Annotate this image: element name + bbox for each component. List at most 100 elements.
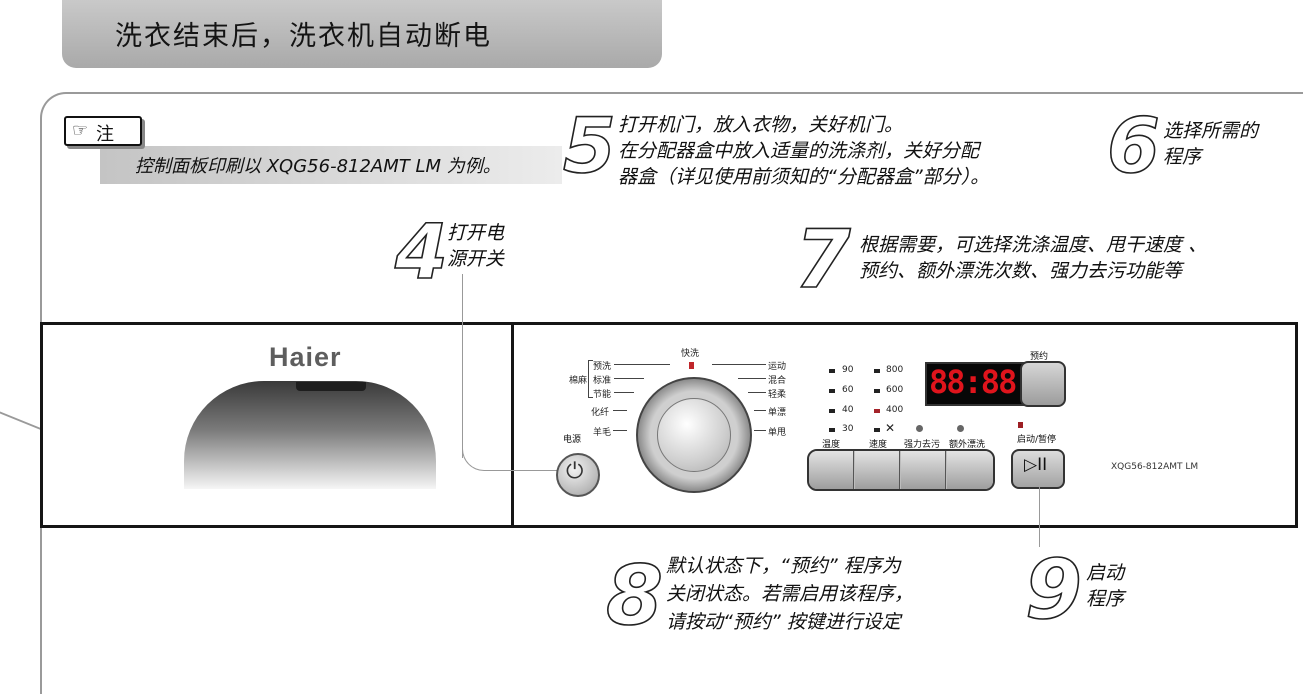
dial-tick-line [614, 378, 644, 379]
preset-button[interactable] [1020, 361, 1066, 407]
intensive-led [916, 425, 923, 432]
panel-divider [511, 322, 514, 528]
dial-tick-line [614, 392, 634, 393]
step-8-line: 请按动“预约” 按键进行设定 [666, 611, 901, 633]
step-number-5: 5 [562, 101, 616, 190]
dial-tick-line [738, 378, 766, 379]
callout-line [462, 274, 463, 458]
step-5-line: 打开机门，放入衣物，关好机门。 [618, 114, 904, 136]
dial-tick-line [748, 392, 766, 393]
program-rinse-only[interactable]: 单漂 [768, 408, 787, 418]
program-gentle[interactable]: 轻柔 [768, 390, 787, 400]
led-indicator [829, 409, 835, 413]
extra-rinse-led [957, 425, 964, 432]
extra-rinse-button[interactable] [947, 451, 993, 489]
led-indicator [829, 389, 835, 393]
program-spin-only[interactable]: 单甩 [768, 428, 787, 438]
step-5-line: 在分配器盒中放入适量的洗涤剂，关好分配 [618, 140, 980, 162]
temperature-40: 40 [842, 405, 854, 415]
step-7-text: 根据需要，可选择洗涤温度、甩干速度 、 预约、额外漂洗次数、强力去污功能等 [859, 232, 1207, 284]
step-9-line: 启动 [1086, 562, 1125, 584]
note-badge: ☞ 注 [64, 116, 142, 146]
program-synthetic[interactable]: 化纤 [591, 408, 610, 418]
no-spin-icon: ✕ [885, 421, 896, 435]
detergent-drawer[interactable] [184, 381, 436, 489]
note-text: 控制面板印刷以 XQG56-812AMT LM 为例。 [135, 156, 501, 177]
step-6-text: 选择所需的 程序 [1163, 118, 1258, 170]
model-label: XQG56-812AMT LM [1111, 462, 1199, 472]
intensive-button[interactable] [901, 451, 946, 489]
function-label-intensive: 强力去污 [904, 440, 941, 450]
step-4-text: 打开电 源开关 [447, 220, 504, 272]
power-button[interactable] [556, 453, 600, 497]
play-pause-icon: ▷II [1024, 455, 1048, 475]
frame-side-notch [0, 411, 42, 491]
program-mixed[interactable]: 混合 [768, 376, 787, 386]
temperature-button[interactable] [809, 451, 854, 489]
function-label-temperature: 温度 [822, 440, 841, 450]
dial-label-top: 快洗 [681, 349, 700, 359]
step-number-4: 4 [394, 207, 448, 296]
step-8-text: 默认状态下，“预约” 程序为 关闭状态。若需启用该程序， 请按动“预约” 按键进… [666, 552, 913, 636]
speed-600: 600 [886, 385, 904, 395]
step-8-line: 默认状态下，“预约” 程序为 [666, 555, 901, 577]
step-8-line: 关闭状态。若需启用该程序， [666, 583, 914, 605]
led-indicator [874, 369, 880, 373]
speed-800: 800 [886, 365, 904, 375]
step-number-8: 8 [605, 549, 664, 644]
dial-group-bracket [588, 360, 593, 398]
program-dial-knob[interactable] [657, 398, 731, 472]
step-4-line: 打开电 [447, 222, 505, 244]
dial-tick-line [754, 430, 766, 431]
step-number-9: 9 [1024, 543, 1083, 638]
note-label: 注 [96, 124, 114, 145]
start-pause-button[interactable] [1011, 449, 1065, 489]
speed-400: 400 [886, 405, 904, 415]
dial-top-marker [689, 362, 694, 369]
power-icon: ⏻ [566, 459, 584, 484]
step-7-line: 根据需要，可选择洗涤温度、甩干速度 、 [859, 234, 1208, 256]
step-number-6: 6 [1106, 101, 1160, 190]
function-label-extra-rinse: 额外漂洗 [949, 440, 986, 450]
step-9-text: 启动 程序 [1086, 560, 1124, 612]
callout-line [462, 440, 563, 471]
temperature-30: 30 [842, 424, 854, 434]
step-6-line: 选择所需的 [1163, 120, 1259, 142]
led-indicator [829, 369, 835, 373]
preset-label: 预约 [1030, 352, 1049, 362]
start-led [1018, 422, 1023, 428]
drawer-handle [296, 382, 366, 391]
step-4-line: 源开关 [447, 248, 505, 270]
pointing-hand-icon: ☞ [72, 120, 89, 141]
step-5-text: 打开机门，放入衣物，关好机门。 在分配器盒中放入适量的洗涤剂，关好分配 器盒（详… [618, 112, 989, 190]
program-standard[interactable]: 标准 [593, 376, 612, 386]
led-indicator-active [874, 409, 880, 413]
dial-tick-line [614, 364, 670, 365]
program-wool[interactable]: 羊毛 [593, 428, 612, 438]
power-label: 电源 [563, 435, 582, 445]
note-background-bar [100, 146, 562, 184]
step-9-line: 程序 [1086, 588, 1125, 610]
step-number-7: 7 [794, 213, 851, 306]
function-button-group [807, 449, 995, 491]
function-label-speed: 速度 [869, 440, 888, 450]
digital-display [925, 362, 1029, 406]
brand-logo: Haier [269, 342, 342, 372]
led-indicator [874, 428, 880, 432]
dial-tick-line [613, 430, 627, 431]
step-5-line: 器盒（详见使用前须知的“分配器盒”部分）。 [618, 166, 990, 188]
led-indicator [874, 389, 880, 393]
temperature-60: 60 [842, 385, 854, 395]
temperature-90: 90 [842, 365, 854, 375]
speed-button[interactable] [855, 451, 900, 489]
page-title: 洗衣结束后，洗衣机自动断电 [115, 21, 492, 52]
dial-tick-line [754, 410, 766, 411]
program-prewash[interactable]: 预洗 [593, 362, 612, 372]
header-banner [62, 0, 662, 68]
display-readout: 88:88 [929, 363, 1017, 401]
step-6-line: 程序 [1163, 146, 1202, 168]
program-sport[interactable]: 运动 [768, 362, 787, 372]
dial-group-label: 棉麻 [569, 376, 588, 386]
program-eco[interactable]: 节能 [593, 390, 612, 400]
dial-tick-line [613, 410, 627, 411]
